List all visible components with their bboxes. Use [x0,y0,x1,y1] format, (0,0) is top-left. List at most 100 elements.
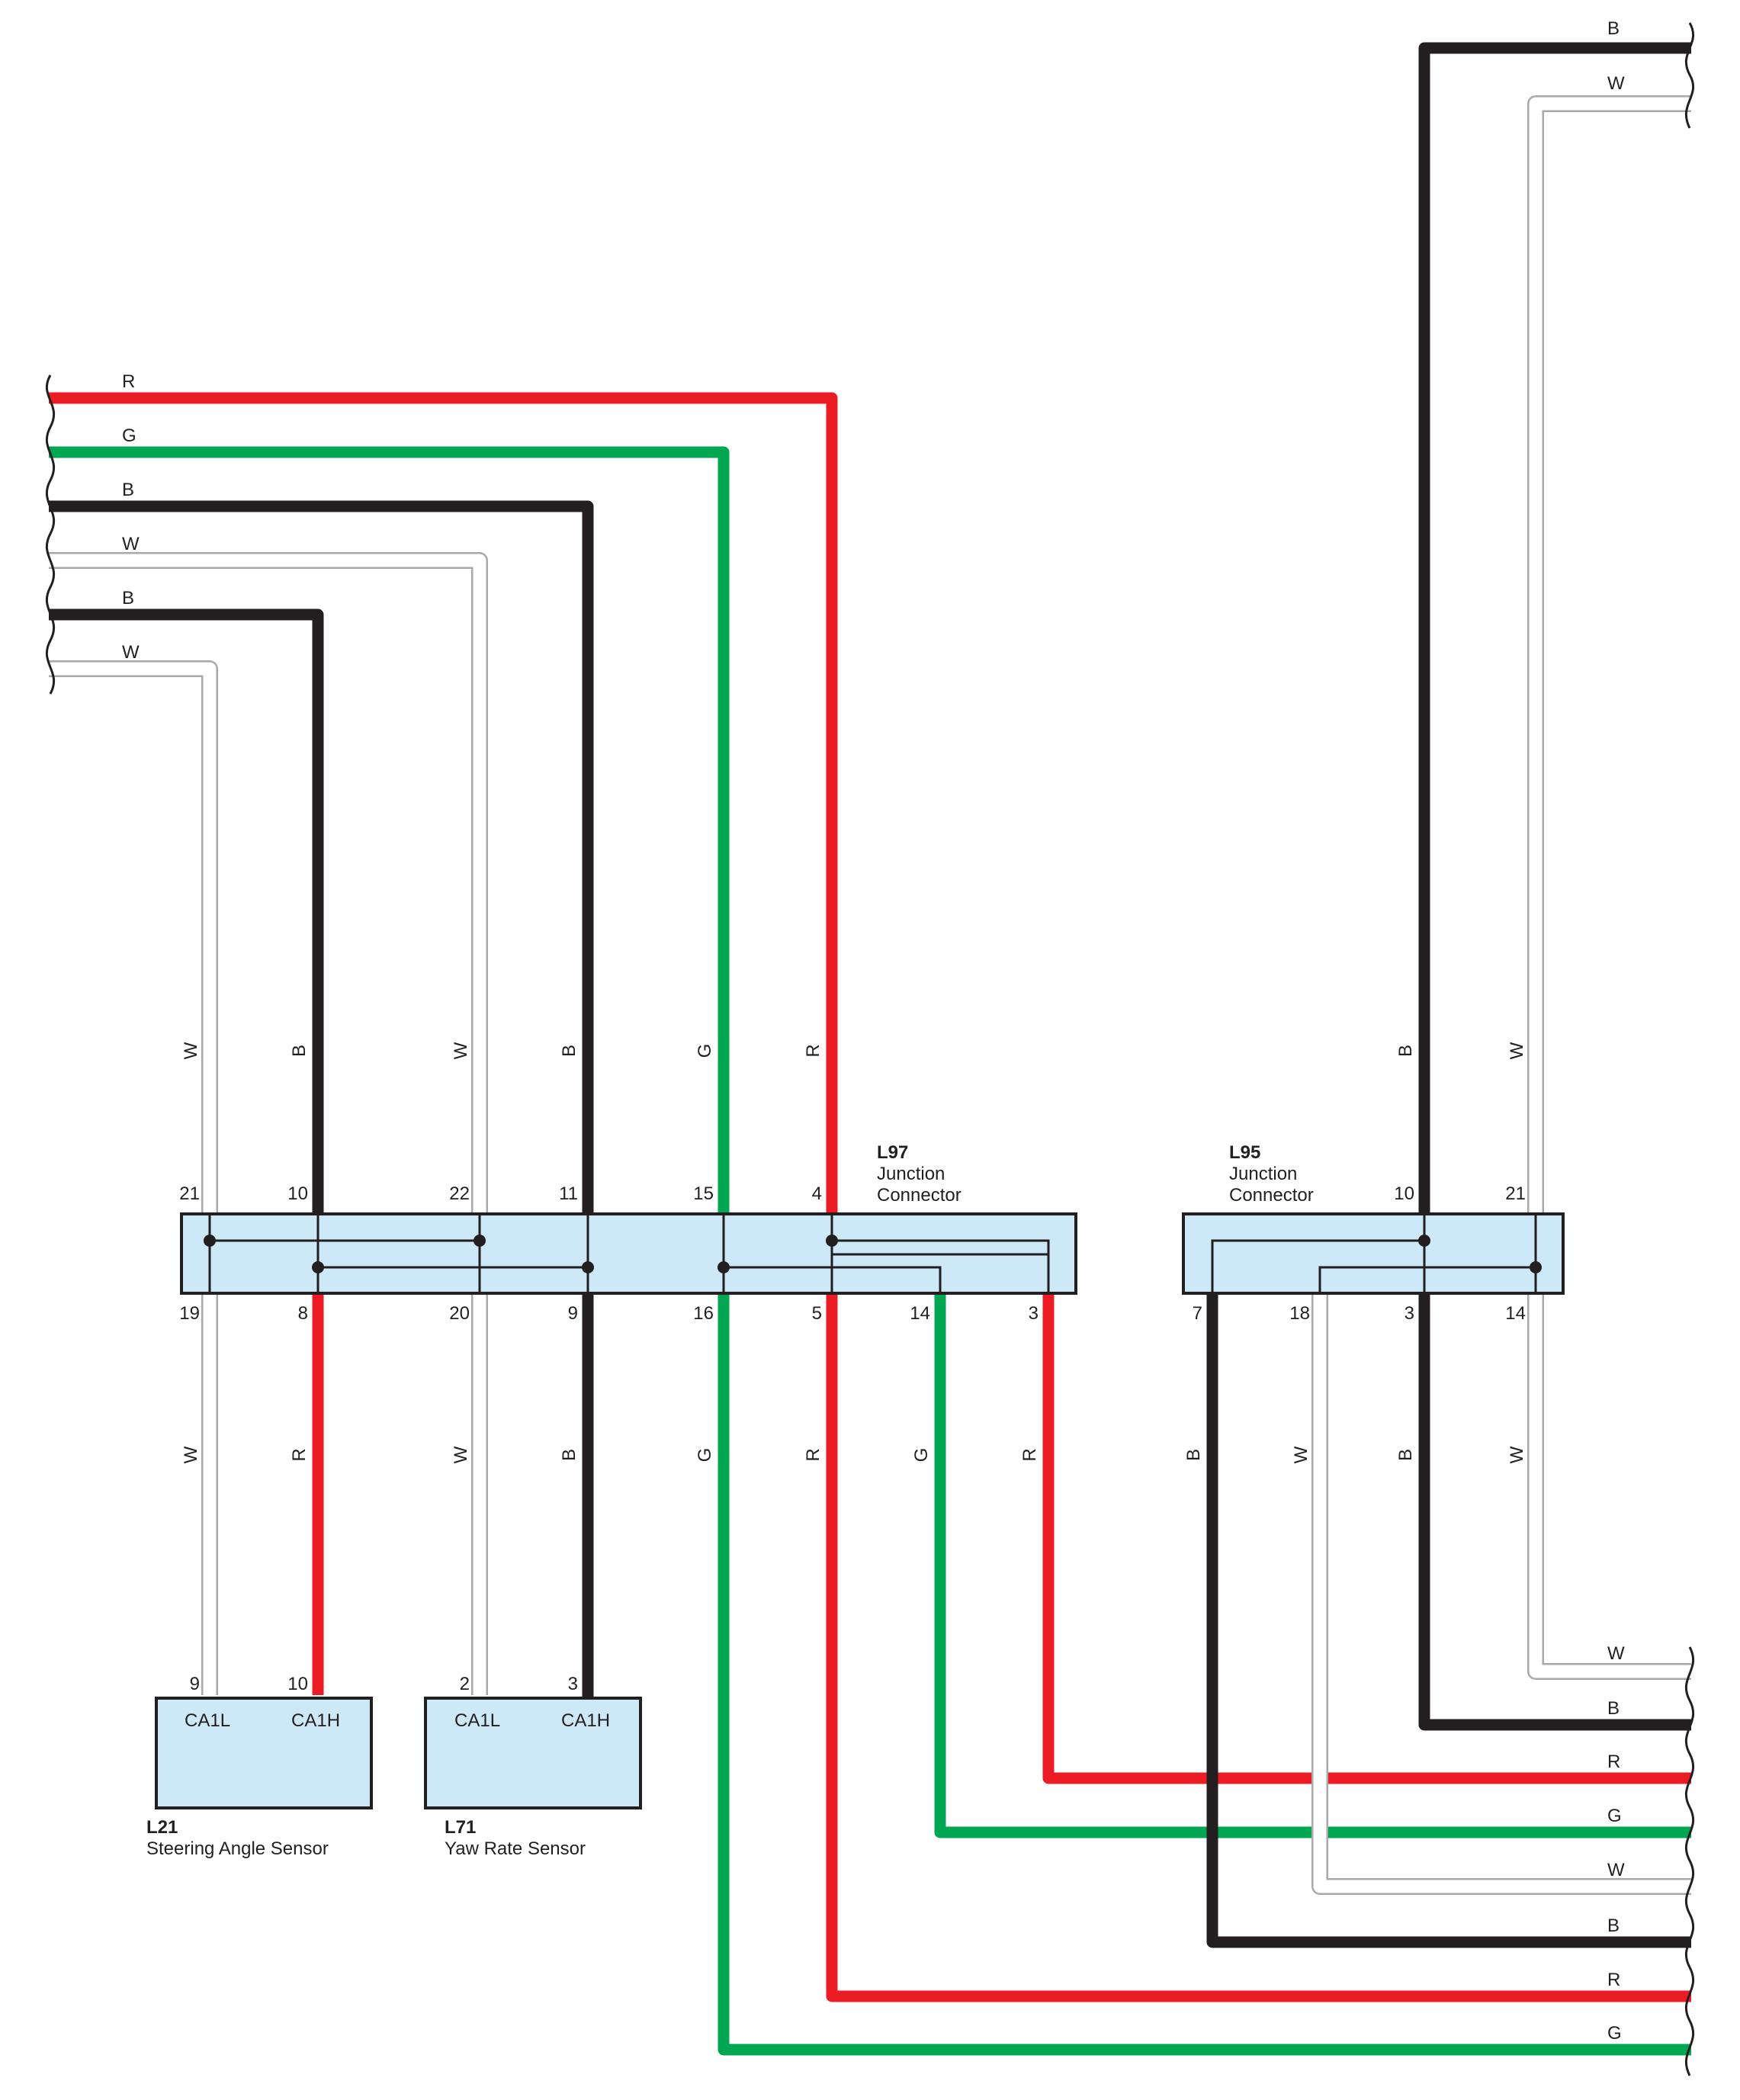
wire-color-label: R [803,1044,823,1057]
l97-top-pin: 15 [693,1183,714,1204]
wire-color-label: R [122,371,135,392]
l95-top-pin: 21 [1505,1183,1526,1204]
l97-top-pin: 4 [812,1183,822,1204]
wire-color-label: B [122,588,134,608]
wire-color-label: W [1507,1446,1527,1463]
wire-color-label: R [1607,1752,1620,1772]
l95-bottom-pin: 3 [1405,1303,1414,1324]
wire-color-label: G [911,1448,932,1463]
connector-l95: L95 Junction Connector 10 21 7 18 3 14 [1182,1142,1565,1324]
wire-left-w2 [49,660,218,1695]
wire-color-label: R [289,1448,310,1461]
wire-color-label: G [695,1044,715,1058]
splice-dot [1418,1235,1430,1247]
connector-l95-box [1182,1212,1565,1295]
connector-l97-name-1: Junction [877,1164,945,1184]
wire-l97-3-r [1042,1290,1691,1784]
wire-color-label: B [559,1449,579,1461]
wire-l95-7-b [1206,1290,1691,1948]
wire-l95-18-w [1311,1290,1691,1895]
top-right-break-mark [1684,22,1695,129]
wire-left-b1 [49,500,594,1781]
wire-color-label: W [1291,1446,1311,1463]
connector-l97: L97 Junction Connector 21 10 22 11 15 4 … [179,1142,1077,1324]
wire-color-label: W [1607,1643,1625,1664]
l71-pin-name: CA1H [561,1710,610,1731]
wire-color-label: B [1607,18,1620,39]
wire-left-w2-core [49,662,217,1695]
l95-top-pin: 10 [1394,1183,1414,1204]
component-l21-box [155,1697,373,1809]
l21-pin-name: CA1L [185,1710,230,1731]
wire-color-label: G [695,1448,715,1463]
wire-labels-vertical: W B W B G R B W W R W B G R G R B W B W [181,1042,1527,1463]
wire-color-label: B [1395,1449,1416,1461]
wire-top-right-b [1418,42,1691,1731]
wire-color-label: W [122,642,140,663]
splice-dot [582,1261,594,1273]
l97-bottom-pin: 9 [568,1303,578,1324]
l97-bottom-pin: 20 [449,1303,470,1324]
l71-pin-number: 2 [460,1674,470,1694]
wire-color-label: W [181,1446,201,1463]
wire-color-label: R [1607,1970,1620,1990]
wire-color-label: W [1507,1042,1527,1059]
connector-l97-name-2: Connector [877,1185,961,1206]
component-l21: 9 10 CA1L CA1H L21 Steering Angle Sensor [146,1674,373,1859]
l97-top-pin: 10 [287,1183,308,1204]
wire-l97-14-g [934,1290,1691,1838]
wire-color-label: G [122,425,136,446]
l97-top-pin: 11 [559,1183,578,1204]
splice-dot [204,1235,216,1247]
l71-pin-number: 3 [568,1674,578,1694]
component-l21-code: L21 [146,1817,178,1838]
connector-l95-name-2: Connector [1229,1185,1314,1206]
wire-top-right-w [1527,95,1691,1680]
wire-left-b2 [49,608,324,1695]
l97-bottom-pin: 5 [812,1303,822,1324]
l97-top-pin: 21 [179,1183,200,1204]
connector-l95-name-1: Junction [1229,1164,1297,1184]
connector-l97-code: L97 [877,1142,908,1163]
wire-color-label: W [122,534,140,554]
wire-color-label: W [1607,1860,1625,1880]
l97-top-pin: 22 [449,1183,470,1204]
splice-dot [826,1235,838,1247]
break-marks [45,22,1695,2076]
wire-left-r [49,392,1691,2002]
wire-labels-horizontal: B W R G B W B W W B R G W B R G [122,18,1625,2044]
bottom-right-break-mark [1684,1646,1695,2076]
wire-color-label: B [1607,1915,1620,1936]
l21-pin-name: CA1H [291,1710,340,1731]
l97-bottom-pin: 3 [1029,1303,1039,1324]
connector-l97-bus [208,1214,1050,1293]
splice-dot [1530,1261,1542,1273]
l21-pin-number: 10 [287,1674,308,1694]
splice-dot [474,1235,486,1247]
splice-dot [312,1261,324,1273]
wire-left-w1-core [49,554,486,1695]
l71-pin-name: CA1L [454,1710,500,1731]
l97-bottom-pin: 16 [693,1303,714,1324]
wire-color-label: R [803,1448,823,1461]
left-break-mark [45,374,56,695]
splice-dot [718,1261,730,1273]
component-l71-name: Yaw Rate Sensor [445,1838,586,1859]
wire-l95-18-w-core [1313,1290,1691,1893]
connector-l95-code: L95 [1229,1142,1260,1163]
connector-l95-bus [1211,1214,1537,1293]
wire-color-label: B [122,480,134,500]
l97-bottom-pin: 8 [298,1303,308,1324]
wire-color-label: B [1395,1045,1416,1057]
l95-bottom-pin: 14 [1505,1303,1526,1324]
l95-bottom-pin: 7 [1193,1303,1202,1324]
l97-bottom-pin: 14 [910,1303,930,1324]
wire-color-label: G [1607,2023,1622,2044]
component-l71: 2 3 CA1L CA1H L71 Yaw Rate Sensor [424,1674,642,1859]
wire-color-label: W [181,1042,201,1059]
wire-color-label: B [1607,1698,1620,1719]
wire-color-label: W [451,1446,471,1463]
wire-color-label: W [451,1042,471,1059]
component-l21-name: Steering Angle Sensor [146,1838,329,1859]
wire-color-label: B [289,1045,310,1057]
